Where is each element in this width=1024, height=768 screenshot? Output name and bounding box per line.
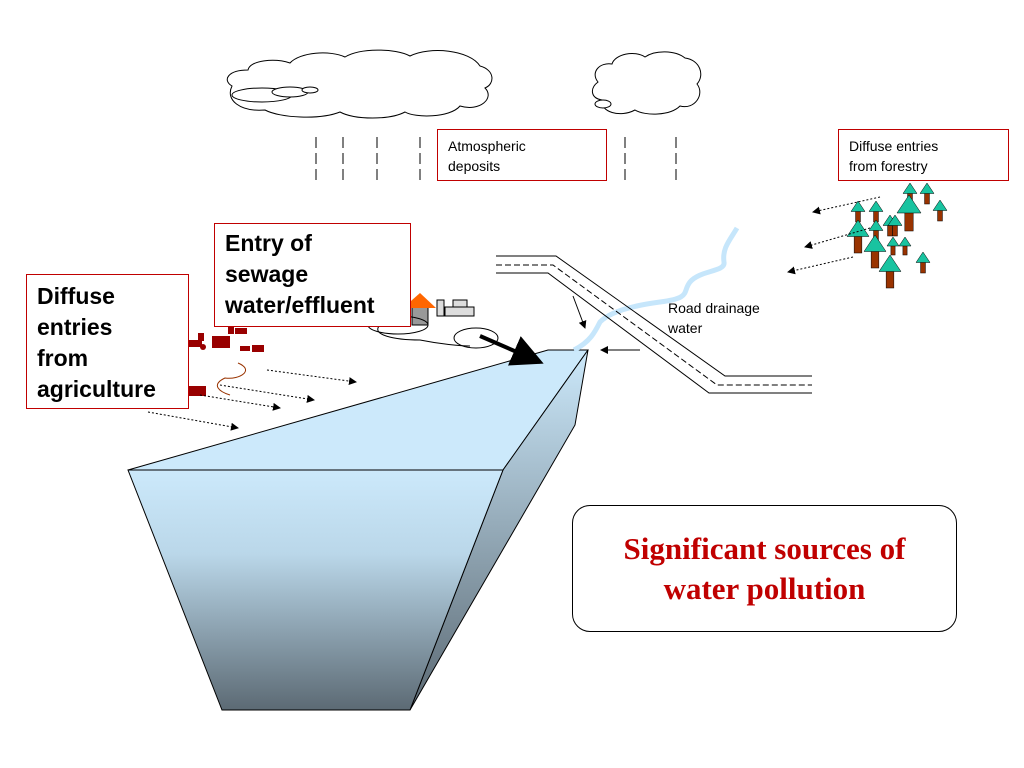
- tree-crown: [850, 200, 866, 212]
- tree-trunk: [937, 209, 943, 222]
- label-line: water/effluent: [225, 292, 375, 318]
- tree-crown: [898, 236, 912, 247]
- rain-lines: [315, 137, 677, 180]
- tree-trunk: [902, 245, 908, 256]
- tree-crown: [868, 219, 884, 231]
- tree-trunk: [924, 192, 930, 205]
- tree-trunk: [853, 235, 863, 254]
- tree-crown: [919, 182, 935, 194]
- cloud-right-icon: [592, 51, 702, 115]
- label-forestry: Diffuse entries from forestry: [838, 129, 1009, 181]
- label-line: Diffuse: [37, 283, 115, 309]
- label-line: Road drainage: [668, 300, 760, 316]
- label-agriculture: Diffuse entries from agriculture: [26, 274, 189, 409]
- label-road-drainage: Road drainage water: [668, 298, 760, 338]
- road-drainage-arrows: [572, 295, 640, 354]
- label-line: water: [668, 320, 703, 336]
- tree-crown: [902, 182, 918, 194]
- tree-crown: [878, 254, 902, 272]
- label-line: entries: [37, 314, 113, 340]
- label-line: deposits: [448, 158, 501, 174]
- label-line: Entry of: [225, 230, 312, 256]
- tree-trunk: [885, 270, 895, 289]
- forestry-arrows: [787, 196, 881, 275]
- sewage-plant: [367, 293, 499, 349]
- label-line: from: [37, 345, 89, 371]
- tree-crown: [863, 234, 887, 252]
- label-line: agriculture: [37, 376, 156, 402]
- label-atmospheric-deposits: Atmospheric deposits: [437, 129, 607, 181]
- tree-crown: [887, 214, 903, 226]
- tree-crown: [886, 236, 900, 247]
- title-line: water pollution: [663, 570, 866, 606]
- tree-trunk: [870, 250, 880, 269]
- tree-crown: [868, 200, 884, 212]
- diagram-title: Significant sources of water pollution: [624, 529, 906, 609]
- label-line: Diffuse entries: [849, 138, 939, 154]
- agriculture-arrows: [147, 369, 357, 431]
- sewage-arrow: [479, 334, 544, 366]
- river: [572, 226, 740, 353]
- title-line: Significant sources of: [623, 530, 906, 566]
- tree-trunk: [920, 261, 926, 274]
- tree-crown: [846, 219, 870, 237]
- tree-trunk: [904, 211, 914, 232]
- label-line: sewage: [225, 261, 309, 287]
- tree-trunk: [887, 224, 893, 237]
- water-body: [127, 349, 589, 711]
- tree-crown: [915, 251, 931, 263]
- label-sewage: Entry of sewage water/effluent: [214, 223, 411, 327]
- label-line: Atmospheric: [448, 138, 526, 154]
- label-line: from forestry: [849, 158, 928, 174]
- tree-crown: [932, 199, 948, 211]
- road: [496, 255, 812, 394]
- tree-trunk: [892, 224, 898, 237]
- farm-path: [216, 362, 246, 396]
- tree-icons: [846, 182, 948, 289]
- tree-crown: [896, 194, 922, 214]
- tree-trunk: [890, 245, 896, 256]
- cloud-left-icon: [226, 49, 493, 119]
- title-box: Significant sources of water pollution: [572, 505, 957, 632]
